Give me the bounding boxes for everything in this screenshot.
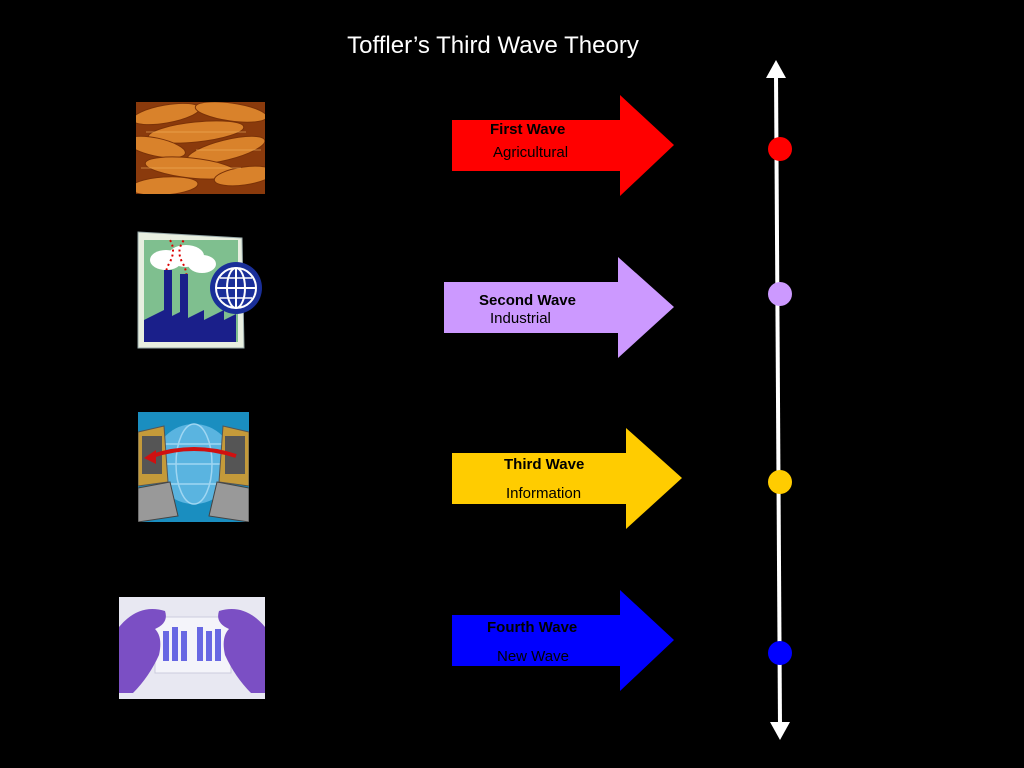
timeline-arrowhead-bottom	[770, 722, 790, 740]
arrow-shape	[452, 428, 682, 529]
wave-subtitle: Information	[506, 485, 582, 502]
wave-subtitle: New Wave	[497, 648, 569, 665]
computers-globe-image	[137, 412, 250, 523]
arrow-shape	[444, 257, 674, 358]
wave-name: Third Wave	[504, 456, 585, 473]
third-wave-arrow: Third Wave Information	[452, 428, 682, 529]
factory-globe-image	[136, 230, 266, 350]
third-wave-marker	[768, 470, 792, 494]
arrow-shape	[452, 590, 674, 691]
arrow-shape	[452, 95, 674, 196]
wave-name: Fourth Wave	[487, 619, 578, 636]
slide-title: Toffler’s Third Wave Theory	[347, 32, 639, 59]
wave-subtitle: Industrial	[490, 310, 551, 327]
gloved-hands-gel-image	[119, 597, 265, 699]
fourth-wave-marker	[768, 641, 792, 665]
second-wave-marker	[768, 282, 792, 306]
wave-subtitle: Agricultural	[493, 144, 569, 161]
second-wave-arrow: Second Wave Industrial	[444, 257, 674, 358]
timeline-line	[774, 73, 782, 727]
wave-name: First Wave	[490, 121, 566, 138]
timeline-arrowhead-top	[766, 60, 786, 78]
fourth-wave-arrow: Fourth Wave New Wave	[452, 590, 674, 691]
corn-image	[126, 101, 275, 196]
first-wave-marker	[768, 137, 792, 161]
wave-name: Second Wave	[479, 292, 576, 309]
first-wave-arrow: First Wave Agricultural	[452, 95, 674, 196]
